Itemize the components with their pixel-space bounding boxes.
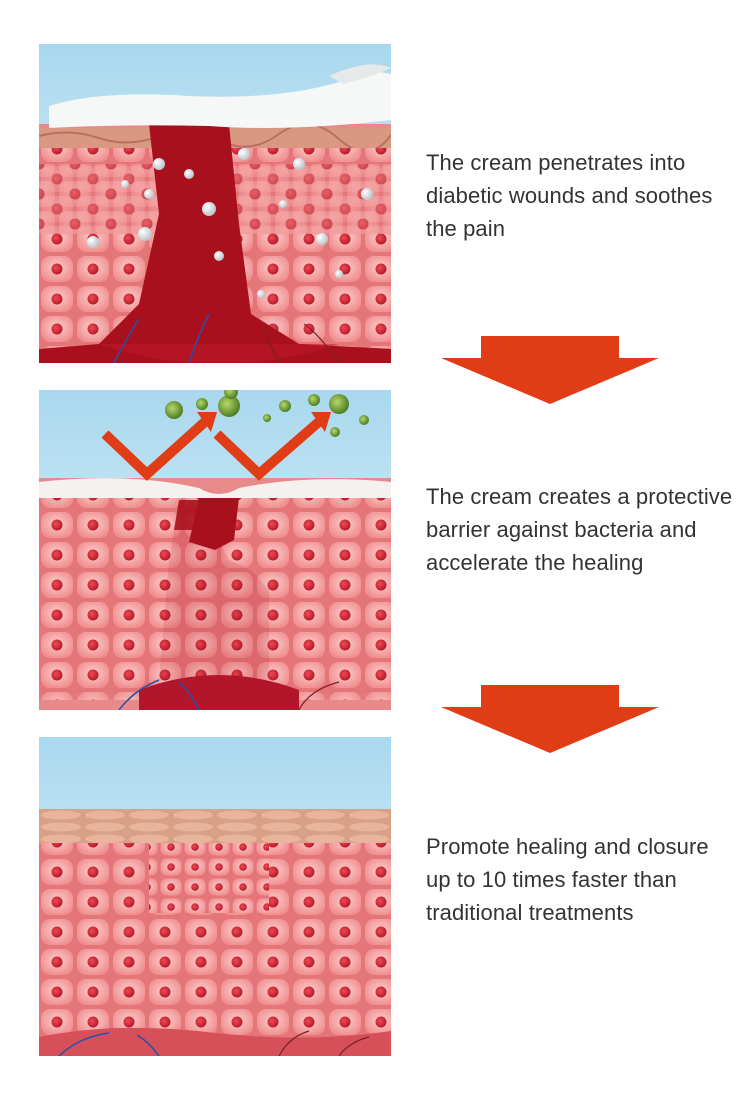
down-arrow-icon — [441, 685, 659, 753]
step-1-caption: The cream penetrates into diabetic wound… — [426, 150, 713, 241]
bacteria-icon — [165, 390, 369, 437]
illustration-protective-barrier — [39, 390, 391, 710]
illustration-healed-skin — [39, 737, 391, 1056]
illustration-cream-penetration — [39, 44, 391, 363]
step-2-caption: The cream creates a protective barrier a… — [426, 484, 733, 575]
down-arrow-icon — [441, 336, 659, 404]
check-arrow-icon — [101, 412, 331, 481]
step-3-caption: Promote healing and closure up to 10 tim… — [426, 834, 709, 925]
